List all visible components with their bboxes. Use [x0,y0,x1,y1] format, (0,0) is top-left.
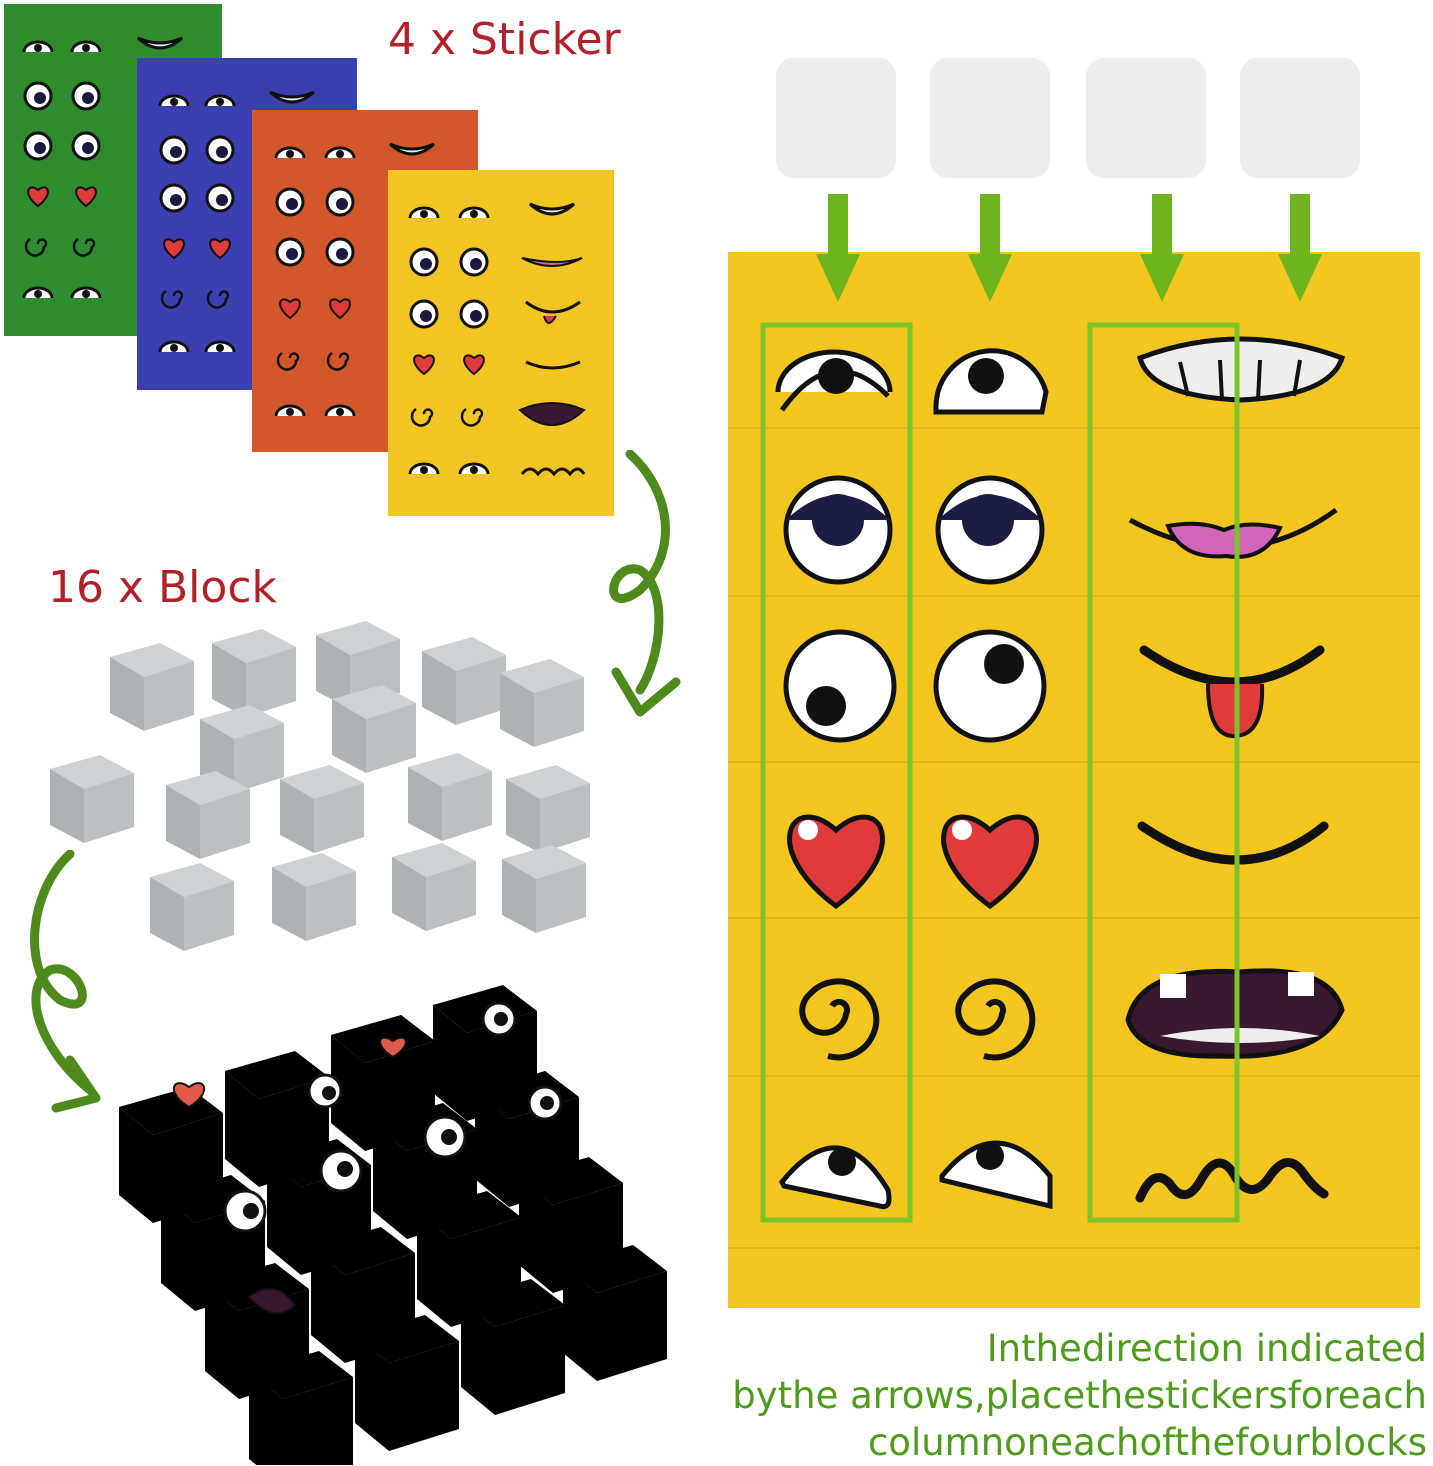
down-arrow-icon [816,194,860,302]
down-arrow-icon [968,194,1012,302]
blank-block-face-icon [1240,58,1360,178]
grey-blocks-pile [50,621,590,951]
curved-arrow-icon [609,450,681,717]
instruction-line: bythe arrows,placethestickersforeach [732,1374,1427,1417]
eye-sticker-icon [939,1140,1053,1210]
eye-sticker-icon [933,629,1047,743]
spiral-eye-icon [799,978,880,1061]
blank-block-face-icon [776,58,896,178]
assembled-face-blocks: .g .top{fill:#6bb844}.g .left{fill:#4f96… [119,985,667,1465]
sticker-count-heading: 4 x Sticker [388,14,621,65]
mouth-sticker-icon [1137,336,1346,403]
spiral-eye-icon [955,978,1036,1061]
instruction-text: Inthedirection indicated bythe arrows,pl… [647,1325,1427,1466]
down-arrow-icon [1140,194,1184,302]
curved-arrow-icon [30,850,101,1113]
blank-block-faces [776,58,1360,178]
eye-sticker-icon [783,629,897,743]
column-highlight-box [760,322,913,1223]
blank-block-face-icon [930,58,1050,178]
heart-eye-icon [941,814,1039,910]
heart-eye-icon [787,814,885,910]
blank-block-face-icon [1086,58,1206,178]
column-highlight-box [1087,322,1240,1223]
eye-sticker-icon [783,475,893,585]
large-sticker-sheet [728,194,1420,1308]
eye-sticker-icon [775,349,893,412]
sticker-sheets-stack [4,4,614,516]
eye-sticker-icon [779,1145,892,1210]
block-count-heading: 16 x Block [48,562,278,613]
eye-sticker-icon [935,475,1045,585]
instruction-line: Inthedirection indicated [986,1327,1427,1370]
down-arrow-icon [1278,194,1322,302]
eye-sticker-icon [933,348,1049,415]
instruction-line: columnoneachofthefourblocks [867,1421,1427,1464]
yellow-sticker-sheet [388,170,614,516]
